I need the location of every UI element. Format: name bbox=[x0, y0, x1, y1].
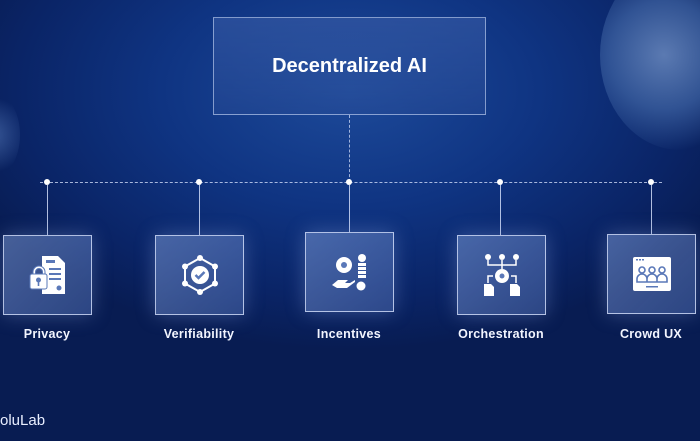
crowd-window-icon bbox=[632, 257, 671, 291]
connector-stem bbox=[199, 185, 200, 235]
root-title: Decentralized AI bbox=[272, 54, 427, 77]
connector-dot bbox=[497, 179, 503, 185]
root-node: Decentralized AI bbox=[213, 17, 486, 115]
reward-coins-icon bbox=[331, 254, 366, 291]
connector-stem bbox=[349, 185, 350, 232]
node-label: Incentives bbox=[316, 327, 382, 341]
connector-dot bbox=[44, 179, 50, 185]
gear-workflow-icon bbox=[483, 254, 520, 296]
connector-stem bbox=[500, 185, 501, 235]
connector-vertical bbox=[349, 115, 350, 182]
node-orchestration bbox=[457, 235, 546, 315]
connector-stem bbox=[651, 185, 652, 234]
node-crowd-ux bbox=[607, 234, 696, 314]
node-label: Privacy bbox=[23, 327, 71, 341]
node-label: Orchestration bbox=[458, 327, 544, 341]
globe-decoration bbox=[600, 0, 700, 150]
node-label: Verifiability bbox=[163, 327, 235, 341]
lock-document-icon bbox=[29, 256, 65, 294]
globe-decoration-left bbox=[0, 90, 20, 180]
node-incentives bbox=[305, 232, 394, 312]
connector-dot bbox=[346, 179, 352, 185]
node-privacy bbox=[3, 235, 92, 315]
connector-dot bbox=[196, 179, 202, 185]
verified-network-icon bbox=[181, 255, 218, 295]
connector-dot bbox=[648, 179, 654, 185]
node-verifiability bbox=[155, 235, 244, 315]
connector-stem bbox=[47, 185, 48, 235]
node-label: Crowd UX bbox=[619, 327, 683, 341]
brand-logo-text: oluLab bbox=[0, 412, 46, 429]
